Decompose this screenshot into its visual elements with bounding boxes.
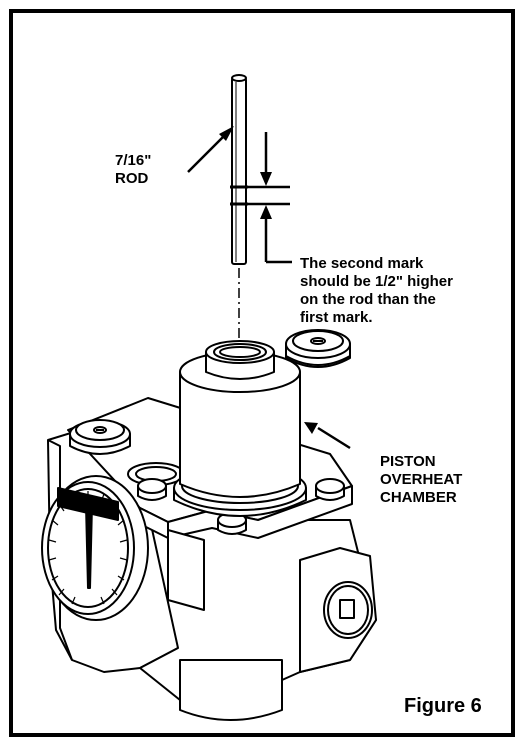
chamber-label-3: CHAMBER <box>380 489 457 506</box>
note-line-1: The second mark <box>300 255 424 272</box>
rod <box>230 74 248 265</box>
figure-border <box>9 9 515 737</box>
hex-plug-right <box>285 329 351 368</box>
rod-label-name: ROD <box>115 170 149 187</box>
plate-bolts <box>137 478 345 535</box>
note-line-4: first mark. <box>300 309 373 326</box>
note-line-2: should be 1/2" higher <box>300 273 453 290</box>
figure-caption: Figure 6 <box>404 695 482 717</box>
rod-label-size: 7/16" <box>115 152 151 169</box>
piston-overheat-chamber <box>173 340 307 517</box>
square-drive-port <box>323 581 373 639</box>
hex-plug-top-left <box>69 419 131 455</box>
chamber-label-2: OVERHEAT <box>380 471 462 488</box>
label-plate-left <box>57 487 119 521</box>
chamber-label-1: PISTON <box>380 453 436 470</box>
note-line-3: on the rod than the <box>300 291 436 308</box>
label-plate-front <box>167 529 205 611</box>
